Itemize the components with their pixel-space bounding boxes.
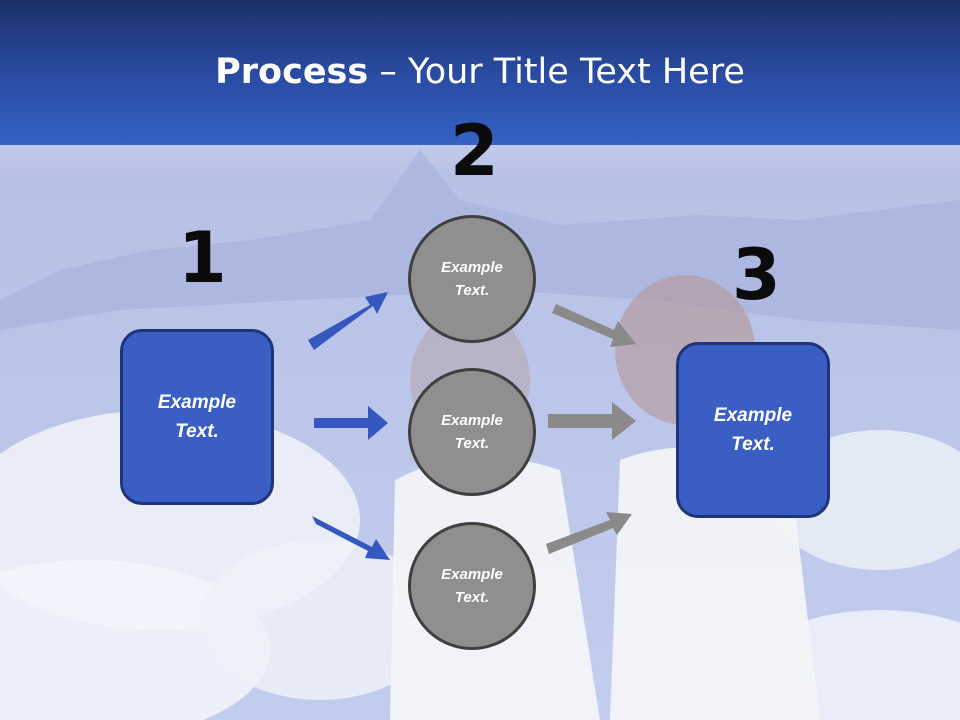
arrow-from-top-circle	[552, 304, 636, 347]
arrow-to-middle-circle	[314, 406, 388, 440]
right-step-text: Example Text.	[713, 405, 793, 455]
arrow-to-top-circle	[308, 292, 388, 350]
middle-circle: Example Text.	[408, 368, 536, 496]
middle-circle-text: Example Text.	[441, 412, 503, 452]
top-circle-text: Example Text.	[441, 259, 503, 299]
title-text: – Your Title Text Here	[368, 52, 745, 92]
slide-title: Process – Your Title Text Here	[0, 52, 960, 92]
step-number-1: 1	[178, 217, 227, 299]
left-step-text: Example Text.	[157, 392, 237, 442]
left-step-box: Example Text.	[120, 329, 274, 505]
bottom-circle-text: Example Text.	[441, 566, 503, 606]
arrow-from-bottom-circle	[546, 512, 632, 554]
title-bold-word: Process	[215, 52, 369, 92]
step-number-2: 2	[450, 110, 499, 192]
bottom-circle: Example Text.	[408, 522, 536, 650]
step-number-3: 3	[732, 234, 781, 316]
arrow-from-middle-circle	[548, 402, 636, 440]
right-step-box: Example Text.	[676, 342, 830, 518]
top-circle: Example Text.	[408, 215, 536, 343]
title-banner	[0, 0, 960, 145]
arrow-to-bottom-circle	[312, 516, 390, 560]
